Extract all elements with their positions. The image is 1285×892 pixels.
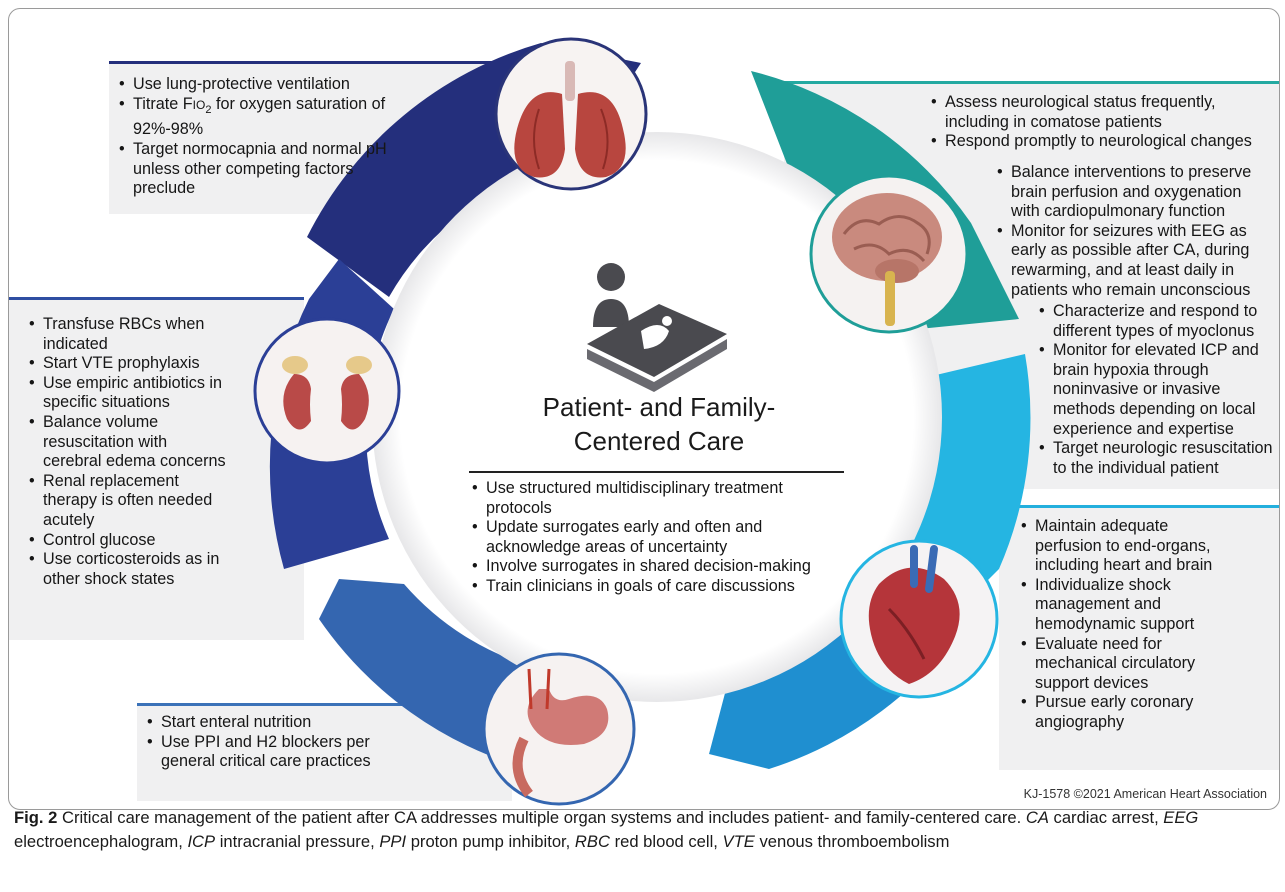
center-title: Patient- and Family- Centered Care xyxy=(542,392,776,456)
kidneys-item: Use empiric antibiotics in specific situ… xyxy=(29,374,229,413)
copyright-credit: KJ-1578 ©2021 American Heart Association xyxy=(1023,787,1267,801)
stomach-item: Start enteral nutrition xyxy=(147,713,407,733)
brain-item: Monitor for elevated ICP and brain hypox… xyxy=(1039,341,1279,439)
caption-abbr-def: electroencephalogram xyxy=(14,832,179,851)
heart-icon xyxy=(839,539,999,699)
heart-item: Maintain adequate perfusion to end-organ… xyxy=(1021,517,1236,576)
lungs-icon xyxy=(494,37,648,191)
center-text: Use structured multidisciplinary treatme… xyxy=(472,479,812,597)
kidneys-item: Use corticosteroids as in other shock st… xyxy=(29,550,229,589)
brain-item: Respond promptly to neurological changes xyxy=(931,132,1271,152)
center-item: Train clinicians in goals of care discus… xyxy=(472,577,812,597)
heart-item: Individualize shock management and hemod… xyxy=(1021,576,1236,635)
caption-abbr-def: red blood cell xyxy=(614,832,714,851)
lungs-text: Use lung-protective ventilation Titrate … xyxy=(119,75,409,199)
caption-abbr-term: RBC xyxy=(574,832,610,851)
caption-abbr-term: ICP xyxy=(187,832,216,851)
kidneys-item: Start VTE prophylaxis xyxy=(29,354,229,374)
caption-abbr-term: PPI xyxy=(379,832,407,851)
center-item: Update surrogates early and often and ac… xyxy=(472,518,812,557)
brain-item: Target neurologic resuscitation to the i… xyxy=(1039,439,1279,478)
caption-abbr-term: EEG xyxy=(1163,808,1199,827)
center-item: Use structured multidisciplinary treatme… xyxy=(472,479,812,518)
kidneys-item: Transfuse RBCs when indicated xyxy=(29,315,229,354)
figure-frame: Use lung-protective ventilation Titrate … xyxy=(8,8,1280,810)
heart-item: Evaluate need for mechanical circulatory… xyxy=(1021,635,1236,694)
caption-text: Critical care management of the patient … xyxy=(61,808,1022,827)
caption-label: Fig. 2 xyxy=(14,808,58,827)
kidneys-item: Renal replacement therapy is often neede… xyxy=(29,472,229,531)
brain-item: Balance interventions to preserve brain … xyxy=(997,163,1272,222)
caption-abbr-def: cardiac arrest xyxy=(1053,808,1155,827)
lungs-item: Use lung-protective ventilation xyxy=(119,75,409,95)
lungs-item: Target normocapnia and normal pH unless … xyxy=(119,140,409,199)
brain-item: Assess neurological status frequently, i… xyxy=(931,93,1271,132)
stomach-icon xyxy=(482,652,636,806)
caption-abbr-def: proton pump inhibitor xyxy=(410,832,566,851)
patient-bed-icon xyxy=(587,263,727,392)
kidneys-item: Balance volume resuscitation with cerebr… xyxy=(29,413,229,472)
caption-abbr-term: VTE xyxy=(722,832,755,851)
center-divider xyxy=(469,471,844,473)
stomach-text: Start enteral nutrition Use PPI and H2 b… xyxy=(147,713,407,772)
brain-text-level3: Characterize and respond to different ty… xyxy=(1039,302,1279,478)
heart-text: Maintain adequate perfusion to end-organ… xyxy=(1021,517,1236,733)
center-item: Involve surrogates in shared decision-ma… xyxy=(472,557,812,577)
kidneys-text: Transfuse RBCs when indicated Start VTE … xyxy=(29,315,229,589)
figure-caption: Fig. 2 Critical care management of the p… xyxy=(14,808,1199,851)
stomach-item: Use PPI and H2 blockers per general crit… xyxy=(147,733,407,772)
kidneys-item: Control glucose xyxy=(29,531,229,551)
kidneys-icon xyxy=(253,317,401,465)
caption-abbr-def: venous thromboembolism xyxy=(759,832,950,851)
brain-text-level2: Balance interventions to preserve brain … xyxy=(997,163,1272,300)
caption-abbr-term: CA xyxy=(1025,808,1049,827)
caption-abbr-def: intracranial pressure xyxy=(219,832,371,851)
lungs-item: Titrate FIO2 for oxygen saturation of 92… xyxy=(119,95,409,140)
brain-text-level1: Assess neurological status frequently, i… xyxy=(931,93,1271,152)
heart-item: Pursue early coronary angiography xyxy=(1021,693,1236,732)
brain-icon xyxy=(809,174,969,334)
brain-item: Monitor for seizures with EEG as early a… xyxy=(997,222,1272,300)
brain-item: Characterize and respond to different ty… xyxy=(1039,302,1279,341)
